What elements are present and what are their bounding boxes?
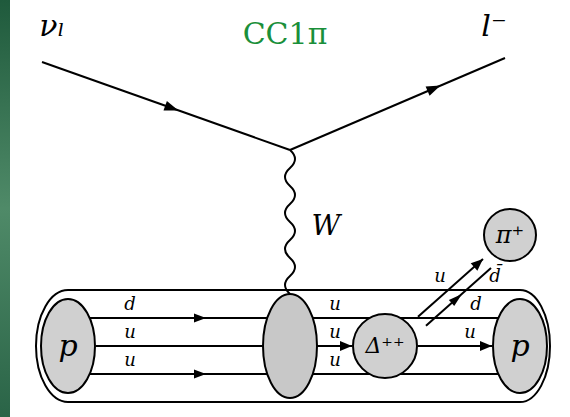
proton-tube (36, 290, 550, 402)
quark-label: u (124, 323, 136, 341)
boson-label: W (312, 212, 341, 240)
particle-name: p (510, 331, 529, 361)
interaction-blob (263, 294, 317, 398)
node-shape (41, 299, 95, 393)
antiquark-line (426, 268, 491, 326)
particle-label: l⁻ (481, 11, 506, 41)
node-shape (353, 314, 417, 378)
node-shape (493, 299, 547, 393)
proton-circle: p (40, 298, 96, 394)
quark-label: d̄ (489, 267, 501, 285)
arrowhead (194, 314, 206, 323)
quark-line (418, 259, 483, 317)
pion-circle: π⁺ (483, 208, 537, 262)
quark-label: u (124, 351, 136, 369)
arrowhead (426, 86, 441, 96)
quark-label: u (464, 323, 476, 341)
quark-label: d (124, 295, 136, 313)
arrowhead (471, 259, 483, 271)
particle-name: Δ⁺⁺ (365, 335, 404, 357)
particle-label: νₗ (39, 11, 65, 41)
side-strip (0, 0, 10, 417)
particle-name: p (58, 331, 77, 361)
quark-label: d (470, 295, 482, 313)
neutrino-line (42, 62, 290, 150)
arrowhead (480, 341, 492, 351)
proton-circle: p (492, 298, 548, 394)
arrowhead (194, 370, 206, 379)
delta-circle: Δ⁺⁺ (352, 313, 418, 379)
arrowhead (340, 341, 352, 351)
node-shape (484, 209, 536, 261)
w-boson-wave (285, 150, 295, 294)
arrowhead (449, 294, 462, 306)
arrowhead (164, 101, 179, 110)
quark-label: u (434, 267, 446, 285)
particle-name: π⁺ (496, 223, 524, 247)
quark-label: u (329, 351, 341, 369)
quark-label: u (329, 295, 341, 313)
quark-label: u (329, 323, 341, 341)
diagram-title: CC1π (243, 19, 328, 49)
lepton-line (290, 58, 505, 150)
